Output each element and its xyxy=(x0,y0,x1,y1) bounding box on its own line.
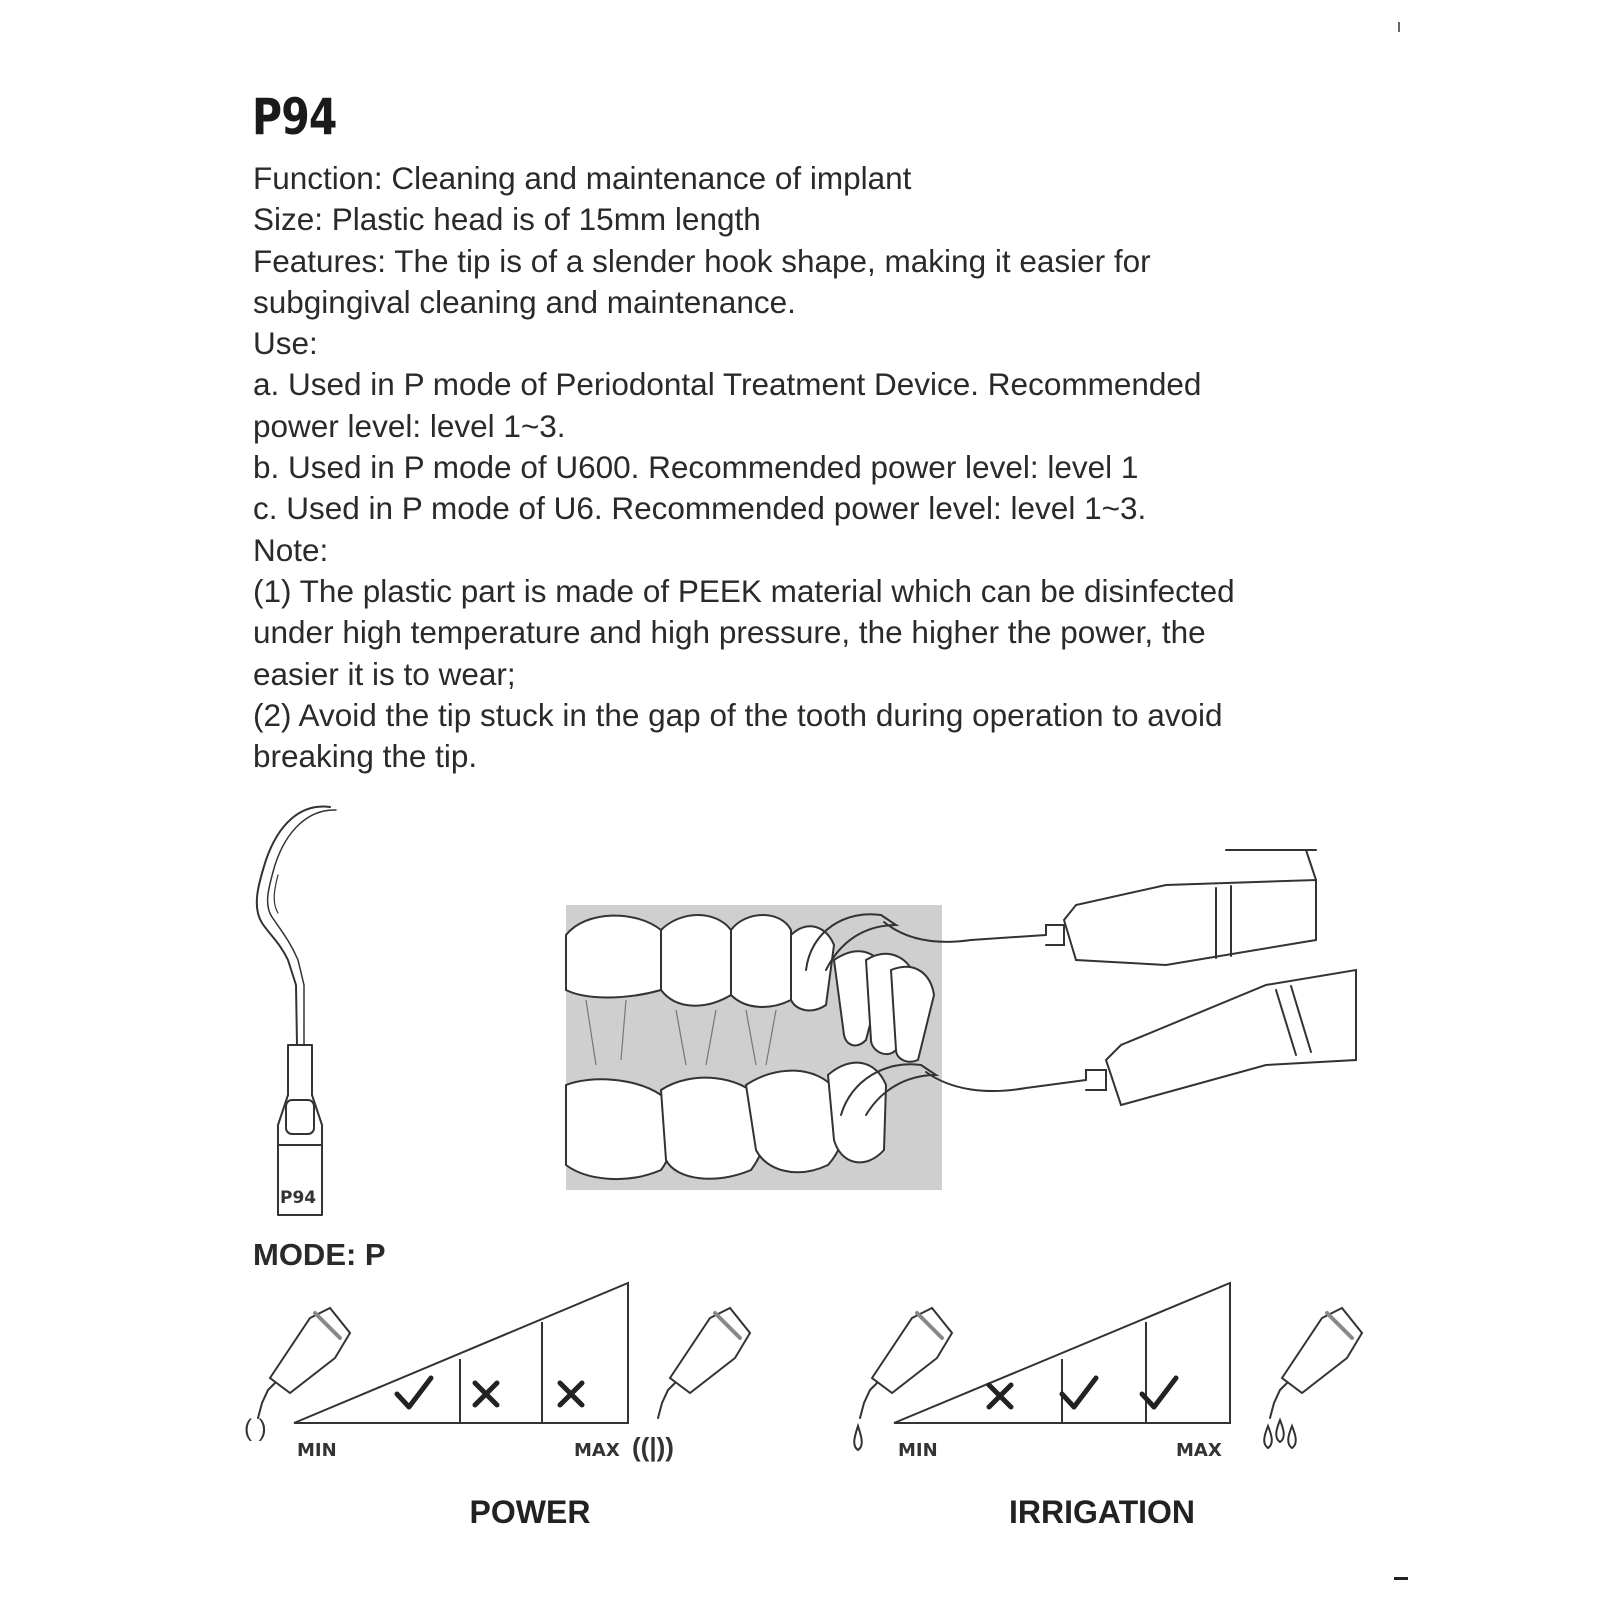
scaler-tip-illustration: P94 xyxy=(255,805,337,1216)
description-text: Function: Cleaning and maintenance of im… xyxy=(253,158,1373,777)
dental-usage-illustration xyxy=(565,849,1357,1190)
use-item-b: b. Used in P mode of U600. Recommended p… xyxy=(253,449,1139,486)
note-item-1-cont-2: easier it is to wear; xyxy=(253,655,516,692)
tip-label: P94 xyxy=(280,1188,316,1208)
use-item-a: a. Used in P mode of Periodontal Treatme… xyxy=(253,366,1202,403)
power-gauge: ( ) MIN MAX ((|)) POWER xyxy=(244,1281,752,1530)
note-item-1: (1) The plastic part is made of PEEK mat… xyxy=(253,572,1235,609)
power-high-vibration-icon: ((|)) xyxy=(632,1432,674,1462)
note-item-2-cont: breaking the tip. xyxy=(253,738,478,775)
irrigation-gauge: MIN MAX IRRIGATION xyxy=(853,1281,1364,1530)
size-line: Size: Plastic head is of 15mm length xyxy=(253,201,761,238)
power-level-3-cross-mark xyxy=(557,1380,585,1408)
features-line: Features: The tip is of a slender hook s… xyxy=(253,242,1151,279)
irrigation-level-1-cross-mark xyxy=(986,1382,1014,1410)
irrigation-low-drop-icon xyxy=(853,1422,863,1452)
function-line: Function: Cleaning and maintenance of im… xyxy=(253,160,912,196)
power-triangle xyxy=(293,1281,629,1424)
product-code-title: P94 xyxy=(252,88,337,146)
note-heading: Note: xyxy=(253,531,329,568)
page-dash-mark xyxy=(1394,1577,1408,1580)
power-level-marks xyxy=(394,1375,585,1410)
note-item-1-cont: under high temperature and high pressure… xyxy=(253,614,1206,651)
power-level-1-check-mark xyxy=(394,1375,434,1410)
use-heading: Use: xyxy=(253,325,318,362)
power-label: POWER xyxy=(470,1494,591,1530)
mode-label: MODE: P xyxy=(253,1237,386,1272)
power-max-label: MAX xyxy=(574,1440,620,1461)
upper-teeth xyxy=(565,914,836,1012)
corner-tick-mark xyxy=(1398,22,1400,32)
irrigation-level-3-check-mark xyxy=(1139,1375,1179,1410)
irrigation-max-label: MAX xyxy=(1176,1440,1222,1461)
power-min-label: MIN xyxy=(297,1440,337,1461)
irrigation-triangle xyxy=(893,1281,1231,1424)
irrigation-min-label: MIN xyxy=(898,1440,938,1461)
root-lines xyxy=(585,999,777,1066)
power-high-handpiece xyxy=(657,1306,752,1419)
handpieces xyxy=(805,849,1357,1116)
irrigation-high-handpiece xyxy=(1269,1306,1364,1419)
power-low-vibration-icon: ( ) xyxy=(244,1415,267,1442)
front-teeth xyxy=(832,950,936,1063)
irrigation-level-2-check-mark xyxy=(1059,1375,1099,1410)
use-item-c: c. Used in P mode of U6. Recommended pow… xyxy=(253,490,1147,527)
irrigation-label: IRRIGATION xyxy=(1009,1494,1195,1530)
power-low-handpiece xyxy=(257,1306,352,1419)
features-line-cont: subgingival cleaning and maintenance. xyxy=(253,283,796,320)
power-level-2-cross-mark xyxy=(472,1380,500,1408)
use-item-a-cont: power level: level 1~3. xyxy=(253,407,566,444)
lower-teeth xyxy=(565,1061,888,1180)
irrigation-level-marks xyxy=(986,1375,1179,1410)
irrigation-high-drops-icon xyxy=(1263,1417,1297,1450)
note-item-2: (2) Avoid the tip stuck in the gap of th… xyxy=(253,696,1223,733)
irrigation-low-handpiece xyxy=(859,1306,954,1419)
